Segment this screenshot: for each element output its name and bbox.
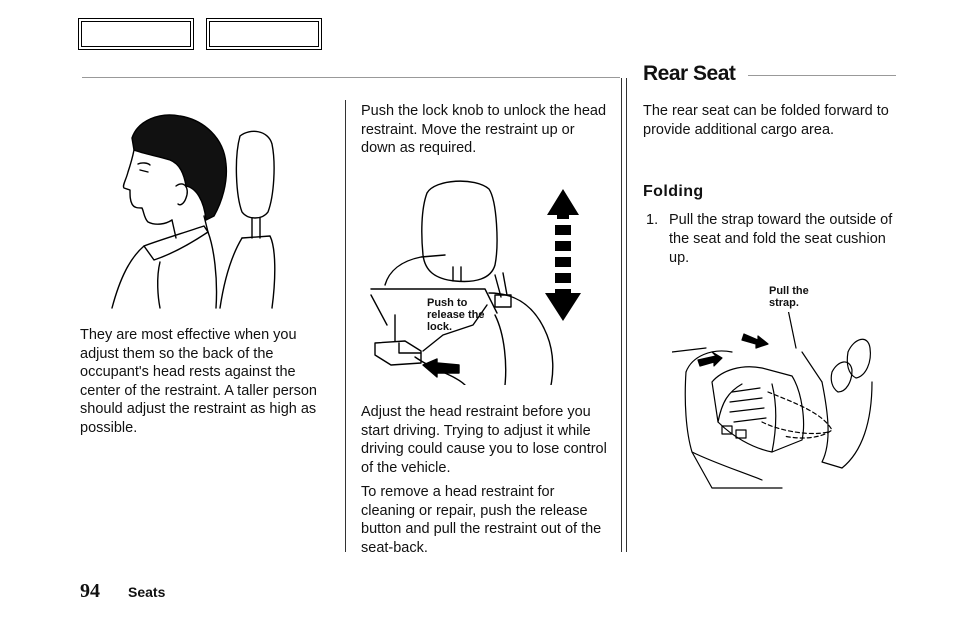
column-divider-2a — [621, 78, 622, 552]
step-text: Pull the strap toward the outside of the… — [669, 212, 893, 266]
rear-seat-folding-illustration — [672, 312, 873, 489]
header-rule-right — [748, 75, 896, 76]
column1-paragraph: They are most effective when you adjust … — [80, 327, 317, 436]
rear-seat-intro: The rear seat can be folded forward to p… — [643, 103, 889, 138]
column-divider-2b — [626, 78, 627, 552]
nav-button-previous[interactable] — [78, 18, 194, 50]
list-item: 1. Pull the strap toward the outside of … — [643, 211, 893, 268]
head-restraint-lock-illustration — [370, 180, 581, 385]
strap-callout-label: Pull the strap. — [769, 285, 809, 309]
step-number: 1. — [646, 212, 659, 228]
lock-callout-label: Push to release the lock. — [427, 297, 485, 333]
column2-paragraph-lock-knob: Push the lock knob to unlock the head re… — [361, 103, 607, 156]
header-rule-left — [82, 77, 620, 78]
column-divider-1 — [345, 100, 346, 552]
page-number: 94 — [80, 580, 100, 602]
section-label: Seats — [128, 584, 166, 600]
head-restraint-person-illustration — [111, 114, 276, 309]
folding-subheading: Folding — [643, 183, 704, 200]
nav-button-next[interactable] — [206, 18, 322, 50]
section-title: Rear Seat — [643, 62, 736, 85]
column2-paragraph-warning: Adjust the head restraint before you sta… — [361, 404, 607, 476]
column2-paragraph-removal: To remove a head restraint for cleaning … — [361, 484, 602, 556]
folding-steps-list: 1. Pull the strap toward the outside of … — [643, 211, 893, 268]
